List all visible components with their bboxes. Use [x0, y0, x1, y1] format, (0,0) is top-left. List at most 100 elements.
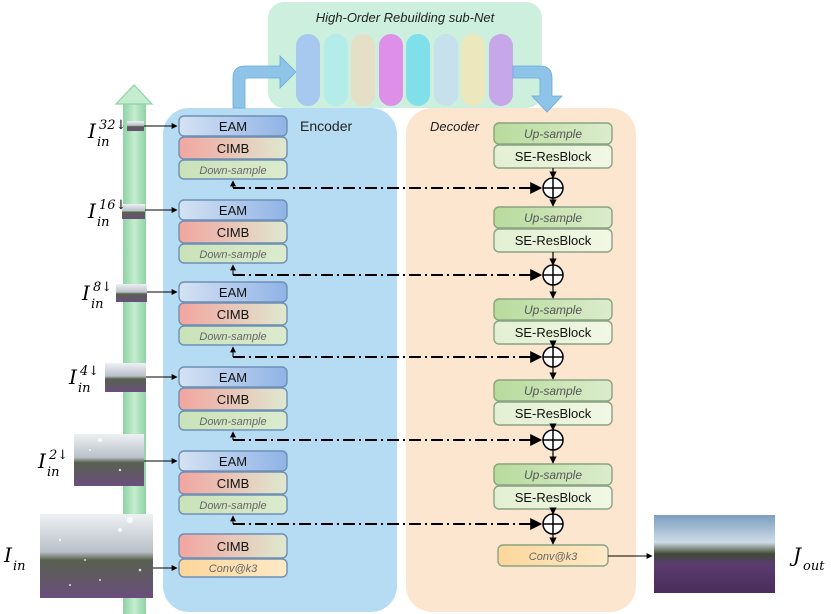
add-node — [542, 264, 564, 286]
skip-connections — [233, 182, 543, 530]
svg-text:J: J — [789, 543, 802, 567]
cimb-block — [178, 533, 288, 559]
svg-text:I: I — [68, 365, 78, 389]
curved-arrow-right — [512, 65, 563, 113]
conv-label: Conv@k3 — [209, 563, 258, 575]
se-resblock-label: SE-ResBlock — [515, 490, 592, 505]
up-sample-block — [493, 463, 613, 486]
svg-text:in: in — [97, 215, 110, 230]
encoder-level-2: EAM CIMB Down-sample — [178, 199, 288, 264]
se-resblock-label: SE-ResBlock — [515, 406, 592, 421]
up-sample-label: Up-sample — [524, 384, 582, 398]
cimb-label: CIMB — [217, 539, 250, 554]
down-sample-block — [178, 159, 288, 180]
encoder-bottom: CIMB Conv@k3 — [178, 533, 288, 578]
input-label-2: I in 2↓ — [37, 448, 68, 480]
main-input-label: I in — [3, 543, 26, 574]
input-label-4: I in 4↓ — [68, 364, 99, 396]
svg-text:in: in — [91, 297, 104, 312]
down-sample-block — [178, 243, 288, 264]
se-resblock-label: SE-ResBlock — [515, 233, 592, 248]
eam-label: EAM — [219, 285, 247, 300]
svg-text:I: I — [81, 281, 91, 305]
svg-text:I: I — [37, 449, 47, 473]
svg-text:in: in — [13, 559, 26, 574]
up-sample-label: Up-sample — [524, 303, 582, 317]
up-sample-block — [493, 298, 613, 321]
thumb-32 — [127, 121, 144, 131]
down-sample-label: Down-sample — [199, 165, 266, 177]
eam-block — [178, 366, 288, 388]
up-sample-block — [493, 122, 613, 145]
up-sample-label: Up-sample — [524, 468, 582, 482]
svg-text:in: in — [47, 465, 60, 480]
conv-label: Conv@k3 — [529, 551, 578, 563]
encoder-level-1: EAM CIMB Down-sample — [178, 115, 288, 180]
up-sample-block — [493, 379, 613, 402]
cimb-label: CIMB — [217, 141, 250, 156]
eam-label: EAM — [219, 454, 247, 469]
thumb-main — [40, 514, 153, 598]
pyramid-bar-arrowhead — [114, 84, 154, 105]
cimb-block — [178, 471, 288, 495]
hornet-pills — [296, 34, 513, 106]
eam-block — [178, 450, 288, 472]
output-image — [654, 515, 775, 593]
down-sample-block — [178, 325, 288, 346]
svg-text:I: I — [87, 199, 97, 223]
eam-block — [178, 199, 288, 221]
input-arrows — [144, 123, 178, 571]
svg-text:4↓: 4↓ — [79, 364, 99, 379]
curved-arrow-left — [232, 55, 297, 109]
cimb-label: CIMB — [217, 476, 250, 491]
down-sample-label: Down-sample — [199, 416, 266, 428]
down-sample-label: Down-sample — [199, 500, 266, 512]
thumb-8 — [116, 284, 147, 302]
svg-text:I: I — [3, 543, 13, 567]
add-node — [542, 513, 564, 535]
encoder-level-4: EAM CIMB Down-sample — [178, 366, 288, 431]
cimb-block — [178, 136, 288, 160]
decoder-title: Decoder — [430, 119, 480, 134]
add-node — [542, 429, 564, 451]
input-thumbnails — [40, 121, 153, 598]
down-sample-block — [178, 410, 288, 431]
snow-specks — [58, 438, 142, 586]
add-node — [542, 346, 564, 368]
svg-text:I: I — [87, 119, 97, 143]
down-sample-label: Down-sample — [199, 331, 266, 343]
encoder-title: Encoder — [300, 118, 352, 134]
decoder-conv: Conv@k3 — [497, 544, 609, 567]
cimb-block — [178, 302, 288, 326]
cimb-block — [178, 387, 288, 411]
input-label-16: I in 16↓ — [87, 198, 126, 230]
decoder-panel — [406, 108, 636, 612]
add-node — [542, 177, 564, 199]
thumb-2 — [74, 434, 144, 486]
eam-label: EAM — [219, 119, 247, 134]
se-resblock-label: SE-ResBlock — [515, 325, 592, 340]
output-label: J out — [789, 543, 825, 574]
cimb-block — [178, 220, 288, 244]
eam-label: EAM — [219, 370, 247, 385]
encoder-level-5: EAM CIMB Down-sample — [178, 450, 288, 515]
eam-block — [178, 281, 288, 303]
svg-text:16↓: 16↓ — [99, 198, 126, 213]
up-sample-label: Up-sample — [524, 127, 582, 141]
decoder-level-1: Up-sample SE-ResBlock — [493, 122, 613, 169]
svg-text:in: in — [78, 381, 91, 396]
decoder-level-3: Up-sample SE-ResBlock — [493, 298, 613, 345]
decoder-level-4: Up-sample SE-ResBlock — [493, 379, 613, 426]
decoder-level-5: Up-sample SE-ResBlock — [493, 463, 613, 510]
down-sample-block — [178, 494, 288, 515]
cimb-label: CIMB — [217, 225, 250, 240]
add-nodes — [542, 177, 564, 535]
up-sample-block — [493, 206, 613, 229]
conv-block — [178, 558, 288, 578]
input-label-8: I in 8↓ — [81, 280, 112, 312]
cimb-label: CIMB — [217, 392, 250, 407]
svg-text:in: in — [97, 135, 110, 150]
cimb-label: CIMB — [217, 307, 250, 322]
thumb-16 — [122, 204, 145, 219]
